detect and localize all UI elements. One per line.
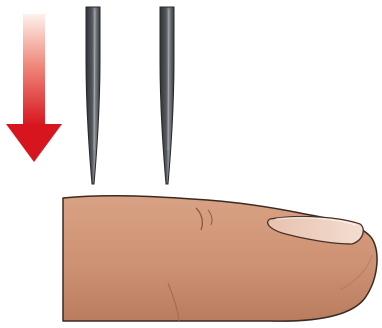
down-arrow-icon [6,14,62,162]
finger-icon [63,196,377,321]
needle-icon [86,7,100,184]
needle-icon [160,7,174,184]
